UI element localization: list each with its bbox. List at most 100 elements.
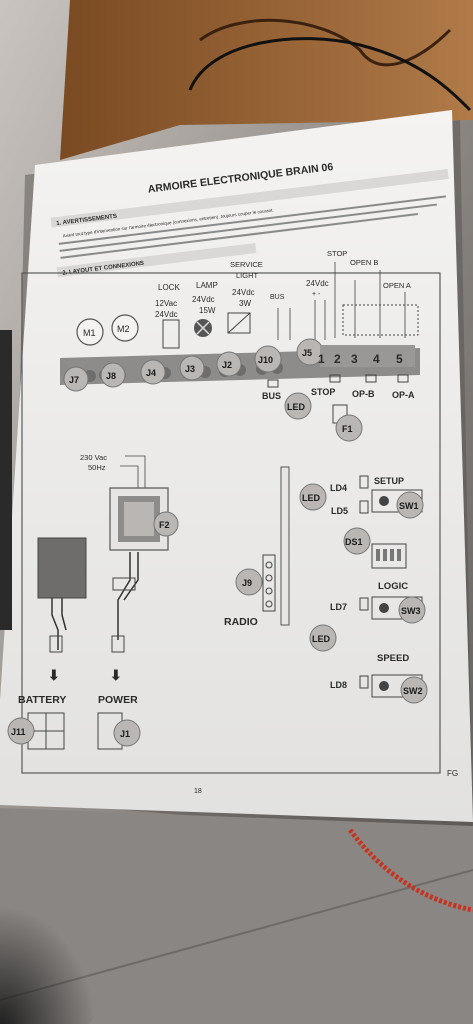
svg-text:J2: J2 (222, 360, 232, 370)
battery-cable (51, 598, 67, 650)
stop-indicator-label: STOP (311, 387, 335, 397)
battery (37, 537, 87, 599)
stop-label-top: STOP (327, 249, 347, 258)
terminal-3: 3 (351, 352, 358, 366)
warning-line-3 (59, 203, 437, 252)
corner-mark: FG (447, 769, 458, 778)
connector-j3: J3 (179, 355, 205, 381)
inputs-block (342, 304, 419, 336)
motor-m1 (76, 318, 104, 346)
binder-strip (0, 330, 12, 630)
switch-sw1: SW1 (396, 491, 424, 519)
motor-m2-label: M2 (117, 324, 130, 334)
transformer-inner (124, 502, 154, 536)
service-diagonal (227, 312, 251, 334)
led-circle-bottom: LED (309, 624, 337, 652)
radio-pins (265, 561, 273, 608)
input-terminal-block (320, 345, 415, 367)
service-light-symbol (227, 312, 251, 334)
service-label-1: SERVICE (230, 260, 263, 269)
connector-j2: J2 (216, 351, 242, 377)
lamp-label: LAMP (196, 281, 218, 290)
wood-carving (199, 18, 452, 67)
svg-text:LED: LED (302, 493, 321, 503)
svg-text:SW3: SW3 (401, 606, 421, 616)
lower-floor (0, 808, 473, 1024)
input-wires (334, 262, 406, 338)
wood-panel (60, 0, 473, 160)
svg-text:SW2: SW2 (403, 686, 423, 696)
section1-bar (50, 168, 449, 228)
connector-j9: J9 (235, 568, 263, 596)
ld5-box (359, 500, 369, 514)
svg-text:J3: J3 (185, 364, 195, 374)
svg-text:SW1: SW1 (399, 501, 419, 511)
arrow-battery: ⬇ (48, 667, 60, 683)
section2-bar (56, 242, 257, 278)
terminal-5: 5 (396, 352, 403, 366)
bus-wires (277, 300, 326, 340)
warning-line-4 (60, 212, 418, 259)
svg-text:DS1: DS1 (345, 537, 363, 547)
connector-j8: J8 (100, 362, 126, 388)
connector-j10: J10 (254, 345, 282, 373)
ld4-label: LD4 (330, 483, 347, 493)
svg-text:J9: J9 (242, 578, 252, 588)
power-label: POWER (98, 694, 138, 706)
arrow-power: ⬇ (110, 667, 122, 683)
openb-label: OPEN B (350, 258, 378, 267)
stop-led-box (329, 374, 341, 383)
switch-sw2: SW2 (400, 676, 428, 704)
opb-led-box (365, 374, 377, 383)
svg-text:LED: LED (287, 402, 306, 412)
warning-line-2 (58, 195, 447, 245)
setup-label: SETUP (374, 476, 404, 486)
svg-text:F2: F2 (159, 520, 170, 530)
radio-label: RADIO (224, 616, 258, 628)
lamp-volt: 24Vdc (192, 295, 215, 304)
svg-text:J5: J5 (302, 348, 312, 358)
svg-text:F1: F1 (342, 424, 353, 434)
lamp-watt: 15W (199, 306, 216, 315)
led-circle-top: LED (284, 392, 312, 420)
setup-button-dot (379, 496, 389, 506)
ld8-label: LD8 (330, 680, 347, 690)
v24-polarity: + - (312, 291, 321, 298)
terminal-4: 4 (373, 352, 380, 366)
service-volt: 24Vdc (232, 288, 255, 297)
ld8-box (359, 675, 369, 689)
motor-m1-label: M1 (83, 328, 96, 338)
svg-text:J10: J10 (258, 355, 273, 365)
v24-label: 24Vdc (306, 279, 329, 288)
speed-label: SPEED (377, 653, 409, 664)
service-watt: 3W (239, 299, 251, 308)
switch-sw3: SW3 (398, 596, 426, 624)
diagram-frame (21, 272, 441, 774)
page-number: 18 (194, 788, 202, 795)
connector-j11: J11 (7, 717, 35, 745)
radio-board (280, 466, 290, 626)
svg-text:J8: J8 (106, 371, 116, 381)
bus-label-top: BUS (270, 294, 285, 301)
power-plug-top (112, 577, 136, 591)
fuse-f1: F1 (335, 414, 363, 442)
ld5-label: LD5 (331, 506, 348, 516)
dip-switch-body (371, 543, 407, 569)
battery-plug (49, 635, 63, 653)
service-label-2: LIGHT (236, 271, 259, 280)
connector-j7: J7 (63, 366, 89, 392)
speed-button-dot (379, 681, 389, 691)
ld7-label: LD7 (330, 602, 347, 612)
motor-m2 (111, 314, 139, 342)
svg-text:J11: J11 (11, 727, 26, 737)
terminal-2: 2 (334, 352, 341, 366)
svg-text:J7: J7 (69, 375, 79, 385)
mains-voltage: 230 Vac (80, 453, 107, 462)
connector-j1: J1 (113, 719, 141, 747)
lock-volt-1: 12Vac (155, 299, 177, 308)
connector-j5: J5 (296, 338, 324, 366)
opa-led-box (397, 374, 409, 383)
ld4-box (359, 475, 369, 489)
opa-indicator-label: OP-A (392, 390, 415, 400)
